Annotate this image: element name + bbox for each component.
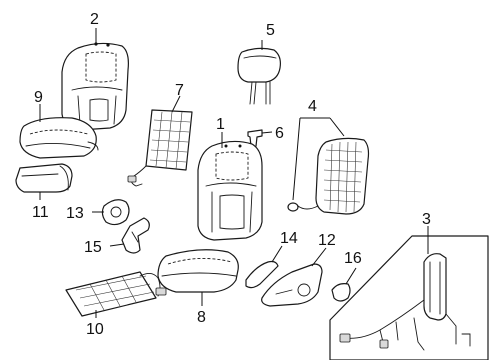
callout-6: 6 — [275, 125, 284, 142]
leader-4 — [292, 117, 345, 201]
part-9-cushion-cover — [19, 117, 99, 159]
part-1-seatback-assembly — [197, 140, 263, 241]
part-12-side-trim — [261, 263, 323, 307]
part-8-cushion-assembly — [157, 249, 239, 293]
part-5-headrest — [237, 47, 281, 105]
callout-3: 3 — [422, 211, 431, 228]
part-15-bracket — [121, 217, 150, 254]
leader-7 — [171, 95, 181, 113]
part-7-heater-element — [127, 109, 193, 187]
callout-16: 16 — [344, 250, 362, 267]
part-3-side-airbag-box — [329, 235, 489, 360]
callout-5: 5 — [266, 22, 275, 39]
part-10-cushion-heater — [65, 271, 167, 317]
callout-2: 2 — [90, 11, 99, 28]
callout-14: 14 — [280, 230, 298, 247]
callout-8: 8 — [197, 309, 206, 326]
part-4-back-frame — [287, 137, 370, 215]
callout-12: 12 — [318, 232, 336, 249]
part-11-pad — [15, 163, 73, 193]
leader-14 — [271, 245, 283, 263]
leader-6 — [261, 131, 273, 134]
part-2-seatback-cover — [61, 42, 129, 131]
callout-1: 1 — [216, 116, 225, 133]
callout-7: 7 — [175, 82, 184, 99]
callout-9: 9 — [34, 89, 43, 106]
callout-15: 15 — [84, 239, 102, 256]
part-14-rail-cover — [245, 260, 279, 289]
leader-16 — [345, 267, 357, 285]
callout-11: 11 — [32, 204, 49, 221]
callout-10: 10 — [86, 321, 104, 338]
part-13-recliner-cover — [101, 199, 130, 226]
callout-4: 4 — [308, 98, 317, 115]
callout-13: 13 — [66, 205, 84, 222]
leader-12 — [311, 247, 327, 267]
leader-15 — [109, 243, 125, 247]
part-16-knob — [331, 283, 351, 302]
